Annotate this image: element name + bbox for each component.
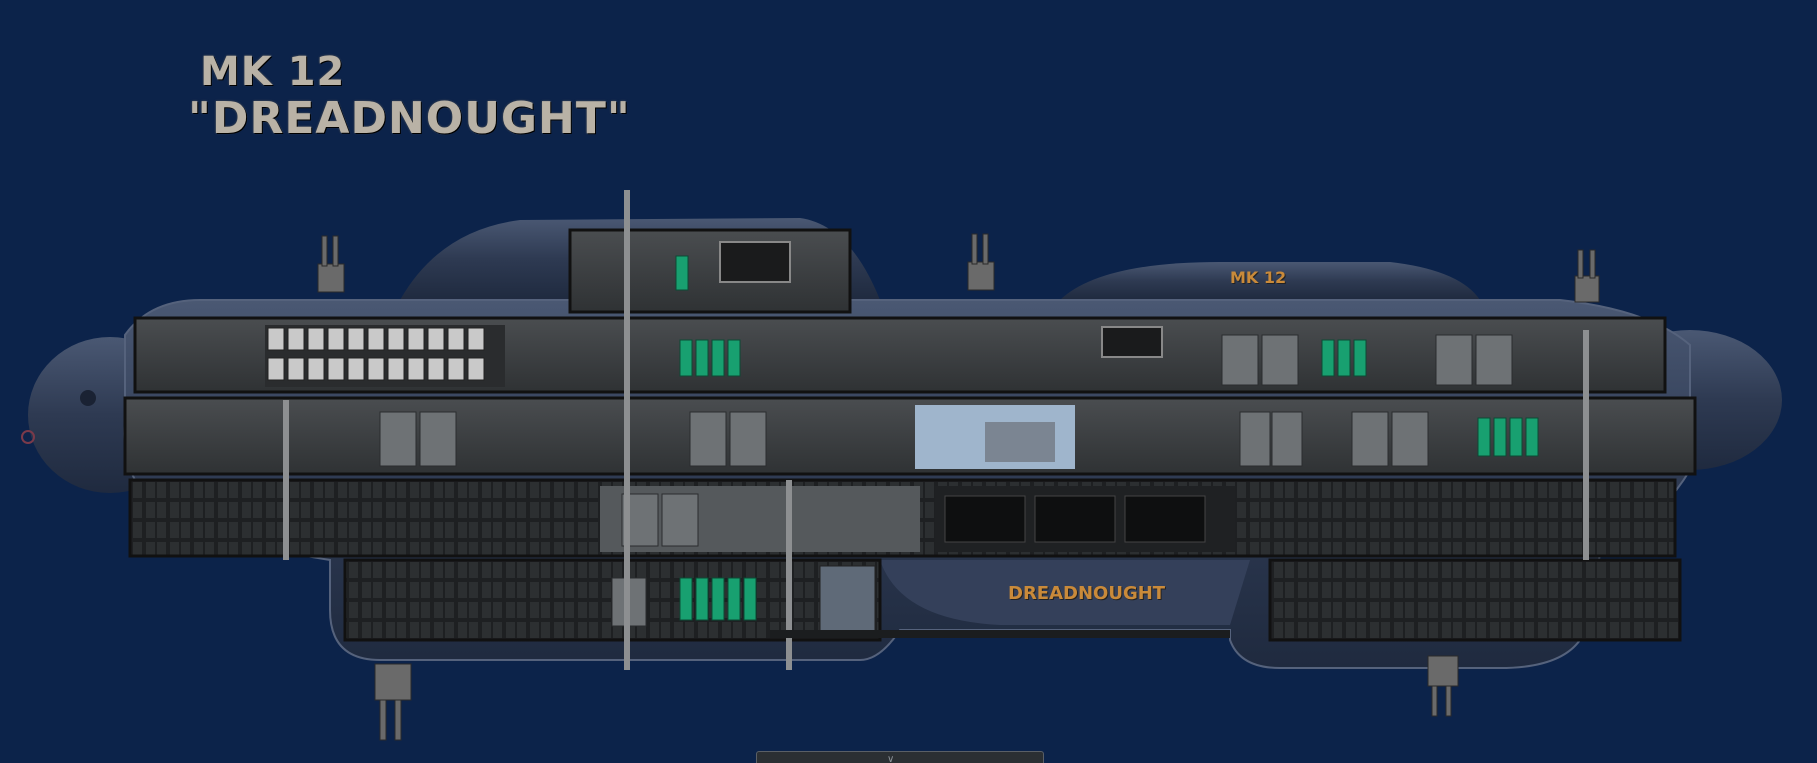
- lockers: [379, 334, 1513, 627]
- docking-hatch: [819, 565, 876, 635]
- submarine-title: MK 12 "DREADNOUGHT": [188, 50, 631, 144]
- keel-rail: [770, 630, 1230, 638]
- bottom-panel-tab[interactable]: ∨: [756, 751, 1044, 763]
- turrets: [317, 233, 1600, 741]
- ladders: [283, 190, 1589, 670]
- nose-port: [80, 390, 96, 406]
- hull-dome-right: [1060, 262, 1480, 300]
- title-class: MK 12: [200, 49, 346, 95]
- deck-2: [123, 396, 1697, 476]
- keel-hull-label: DREADNOUGHT: [1008, 583, 1166, 604]
- chevron-down-icon: ∨: [887, 754, 895, 763]
- fabricators: [675, 255, 1539, 621]
- tank-3: [1124, 495, 1206, 543]
- interior: [123, 190, 1697, 670]
- title-name: "DREADNOUGHT": [188, 93, 631, 144]
- sonar-terminal: [1101, 326, 1163, 358]
- hull-keel: [880, 560, 1250, 625]
- tank-1: [944, 495, 1026, 543]
- turret-top-center: [967, 233, 995, 291]
- room-command: [568, 228, 852, 314]
- turret-top-right: [1574, 249, 1600, 303]
- tower-hull-label: MK 12: [1230, 268, 1287, 287]
- turret-bottom-right: [1427, 655, 1459, 717]
- deck-4-right: [1268, 558, 1682, 642]
- turret-top-left: [317, 235, 345, 293]
- tank-2: [1034, 495, 1116, 543]
- room-battery: [265, 325, 505, 387]
- turret-bottom-left: [374, 663, 412, 741]
- nav-terminal: [719, 241, 791, 283]
- nose-marker: [21, 430, 35, 444]
- airlock-hatch: [985, 422, 1055, 462]
